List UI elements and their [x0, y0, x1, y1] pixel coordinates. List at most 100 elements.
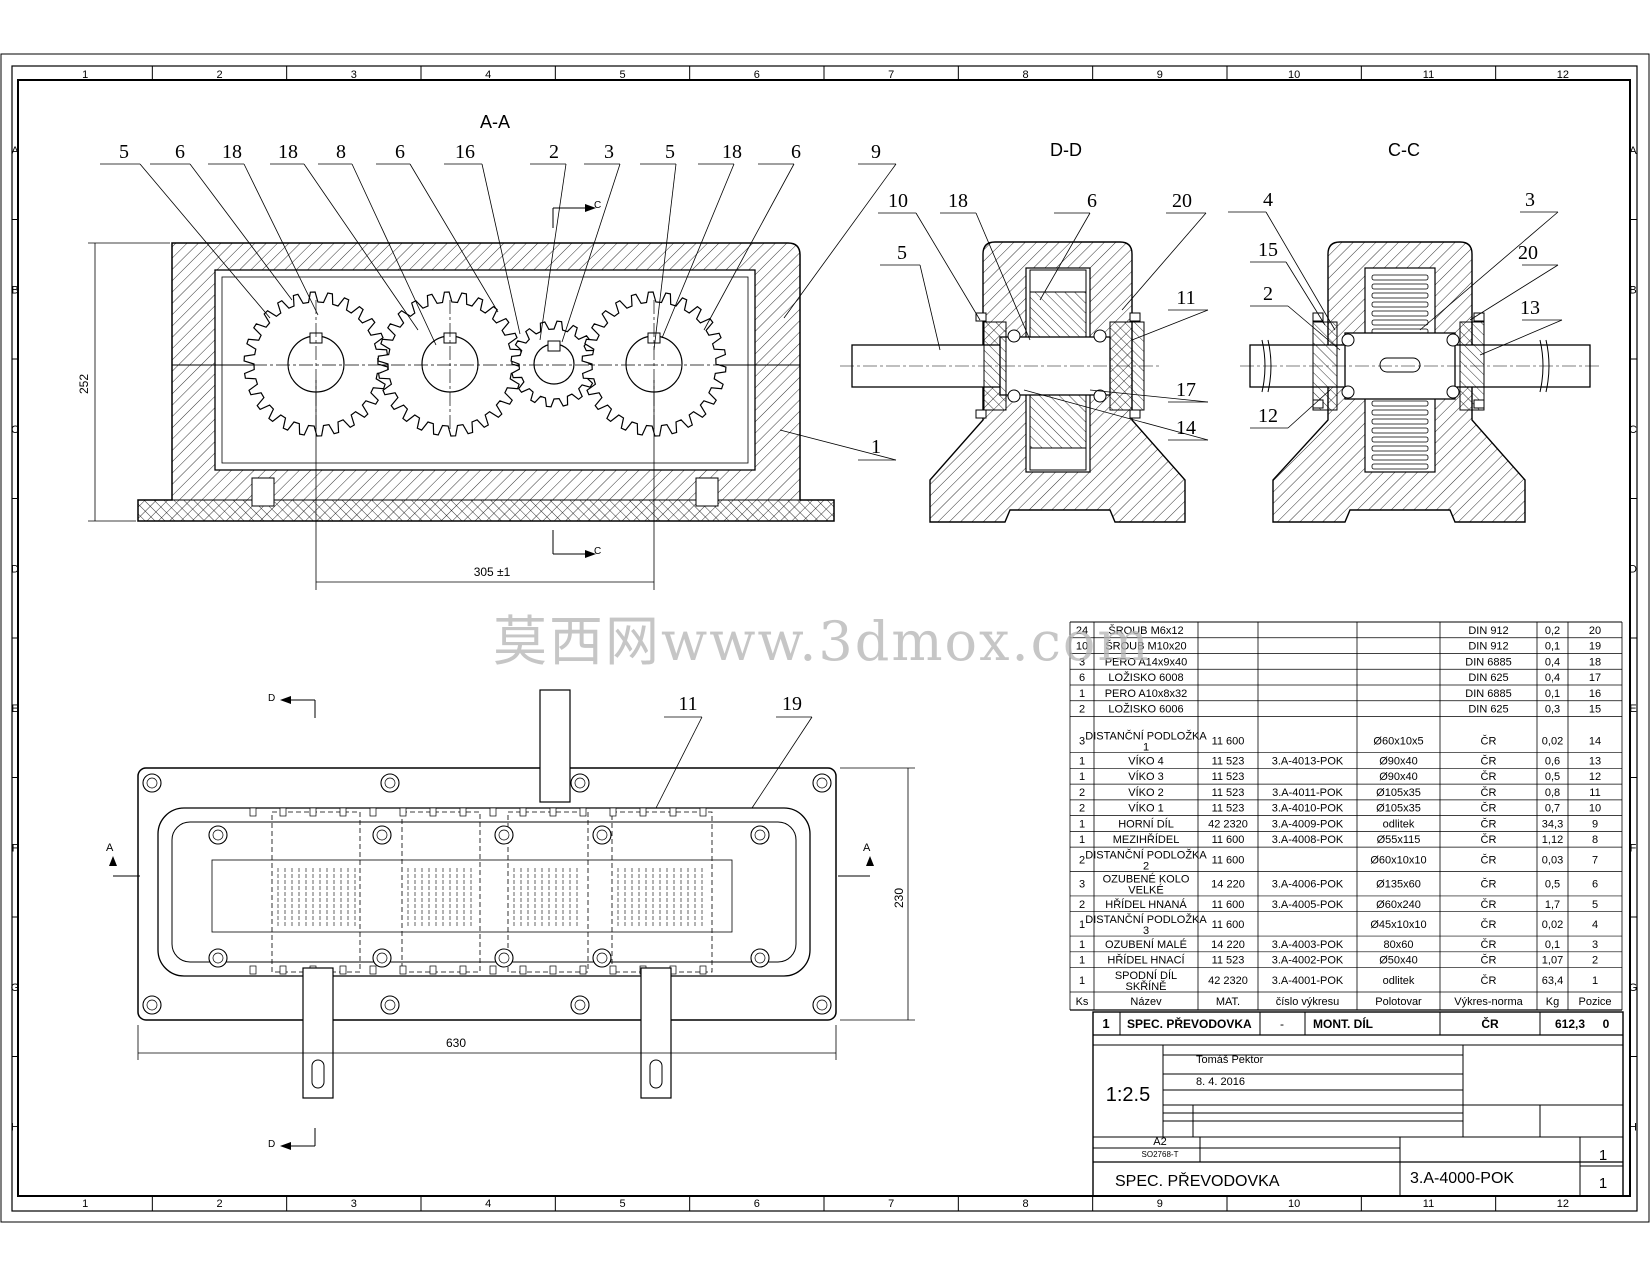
cover-screw	[489, 965, 497, 975]
bom-cell: 3.A-4013-POK	[1272, 755, 1344, 767]
zone-column-label-top: 2	[216, 69, 222, 81]
callout-label: 2	[549, 141, 559, 163]
bolt-hole-inner	[212, 952, 224, 964]
cover-screw	[399, 807, 407, 817]
bom-cell: ČR	[1481, 853, 1497, 866]
callout-label: 8	[336, 141, 346, 163]
callout-label: 6	[1087, 190, 1097, 212]
bolt-hole-inner	[574, 777, 586, 789]
bom-cell: 3.A-4001-POK	[1272, 975, 1344, 987]
cover-screw	[279, 965, 287, 975]
zone-row-label-left: A	[11, 145, 19, 157]
bolt-hole-inner	[498, 829, 510, 841]
cover-screw	[579, 965, 587, 975]
drawing-date: 8. 4. 2016	[1196, 1076, 1245, 1088]
bom-cell: 1,7	[1545, 899, 1560, 911]
callout-label: 5	[665, 141, 675, 163]
bom-cell: odlitek	[1383, 975, 1415, 987]
zone-column-label-top: 9	[1157, 69, 1163, 81]
bom-cell: 10	[1589, 803, 1601, 815]
zone-column-label-bottom: 3	[351, 1198, 357, 1210]
section-mark-a-right: A	[863, 842, 871, 854]
bom-cell: 1	[1079, 955, 1085, 967]
bom-cell: VÍKO 3	[1128, 770, 1163, 783]
zone-row-label-left: B	[11, 284, 18, 296]
bom-cell: Ø105x35	[1376, 803, 1421, 815]
bom-cell: 10	[1076, 641, 1088, 653]
bom-cell: ČR	[1481, 802, 1497, 815]
zone-column-label-top: 11	[1423, 69, 1434, 81]
bom-cell: 1	[1143, 741, 1149, 753]
bom-cell: 3.A-4006-POK	[1272, 879, 1344, 891]
bom-cell: 14 220	[1211, 879, 1245, 891]
gear-tooth	[1371, 274, 1429, 281]
bolt-hole-inner	[146, 777, 158, 789]
bom-cell: 1,12	[1542, 834, 1563, 846]
bolt-hole-inner	[816, 999, 828, 1011]
callout-label: 9	[871, 141, 881, 163]
bom-cell: 0,03	[1542, 854, 1563, 866]
section-mark-a-left: A	[106, 842, 114, 854]
zone-column-label-top: 3	[351, 69, 357, 81]
cover-screw	[339, 807, 347, 817]
assembly-dash: -	[1280, 1017, 1284, 1031]
zone-column-label-bottom: 6	[754, 1198, 760, 1210]
bolt-hole	[812, 995, 832, 1015]
zone-column-label-bottom: 2	[216, 1198, 222, 1210]
sheet-number: 1	[1599, 1147, 1607, 1164]
zone-row-label-right: B	[1629, 284, 1636, 296]
bom-cell: 0,8	[1545, 787, 1560, 799]
assembly-type: MONT. DÍL	[1313, 1016, 1373, 1031]
bom-header: Pozice	[1578, 996, 1611, 1008]
callout-label: 12	[1258, 405, 1278, 427]
bom-cell: VÍKO 2	[1128, 786, 1163, 799]
zone-column-label-bottom: 7	[888, 1198, 894, 1210]
cover-screw	[549, 807, 557, 817]
cover-screw	[369, 965, 377, 975]
bolt-hole-inner	[376, 829, 388, 841]
gear-tooth	[1371, 292, 1429, 299]
zone-column-label-top: 1	[82, 69, 88, 81]
gear-tooth	[1371, 409, 1429, 416]
bom-cell: 1	[1079, 688, 1085, 700]
bom-cell: 80x60	[1384, 939, 1414, 951]
bom-cell: 3	[1079, 879, 1085, 891]
bolt-hole-inner	[816, 777, 828, 789]
bom-cell: 2	[1079, 787, 1085, 799]
assembly-pos: 0	[1603, 1017, 1610, 1031]
gear-tooth	[1371, 283, 1429, 290]
bom-cell: ČR	[1481, 938, 1497, 951]
bom-cell: 11 523	[1212, 955, 1245, 967]
bom-cell: 3	[1079, 656, 1085, 668]
zone-column-label-top: 4	[485, 69, 491, 81]
bom-cell: 1	[1079, 771, 1085, 783]
zone-column-label-top: 10	[1288, 69, 1300, 81]
gear-tooth	[1371, 436, 1429, 443]
zone-row-label-left: G	[11, 982, 20, 994]
bom-cell: Ø90x40	[1379, 755, 1418, 767]
bom-cell: VELKÉ	[1128, 884, 1163, 897]
bom-cell: DIN 912	[1468, 625, 1508, 637]
zone-row-label-left: C	[11, 424, 19, 436]
bom-cell: ČR	[1481, 878, 1497, 891]
bom-cell: 42 2320	[1208, 975, 1248, 987]
cover-screw	[309, 807, 317, 817]
section-mark-c-bottom: C	[594, 546, 601, 557]
zone-row-label-left: D	[11, 563, 19, 575]
cover-screw	[639, 807, 647, 817]
bom-cell: ČR	[1481, 918, 1497, 931]
bom-cell: Ø50x40	[1379, 955, 1418, 967]
gear-tooth	[1371, 445, 1429, 452]
bom-cell: PERO A14x9x40	[1105, 656, 1188, 668]
bom-cell: 3.A-4005-POK	[1272, 899, 1344, 911]
bom-cell: 11 600	[1212, 919, 1245, 931]
title-block: 1 SPEC. PŘEVODOVKA - MONT. DÍL ČR 612,3 …	[1092, 1011, 1624, 1197]
bolt-hole	[372, 825, 392, 845]
callout-label: 18	[722, 141, 742, 163]
zone-row-label-left: E	[11, 703, 18, 715]
bom-cell: 0,6	[1545, 755, 1560, 767]
zone-column-label-top: 7	[888, 69, 894, 81]
bom-cell: 0,5	[1545, 879, 1560, 891]
bom-cell: ČR	[1481, 734, 1497, 747]
